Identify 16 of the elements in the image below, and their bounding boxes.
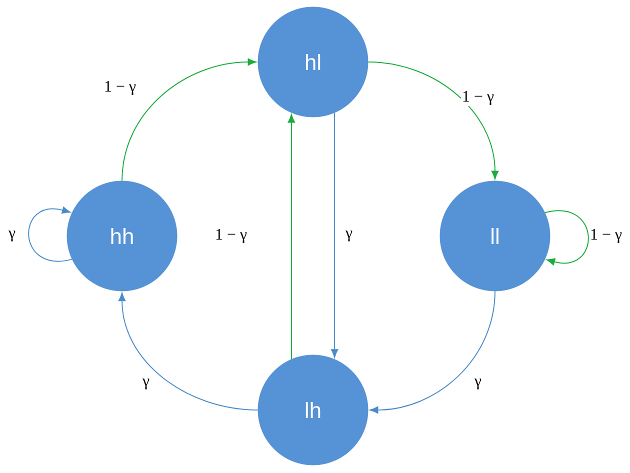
arrow (370, 290, 496, 414)
edge-label: γ (344, 230, 354, 242)
arrow (122, 58, 256, 182)
arrow (368, 62, 499, 180)
edge-label: γ (473, 378, 483, 390)
edge-label: 1 − γ (214, 228, 248, 244)
arrow (28, 206, 72, 262)
arrow (288, 114, 296, 360)
edge-label: 1 − γ (588, 228, 624, 244)
edge-label: 1 − γ (460, 90, 496, 106)
edge-label: γ (141, 378, 151, 390)
arrow (118, 292, 258, 410)
edge-label: γ (7, 230, 17, 242)
arrow (330, 112, 338, 358)
arrow (544, 210, 589, 266)
edge-label: 1 − γ (102, 80, 138, 96)
